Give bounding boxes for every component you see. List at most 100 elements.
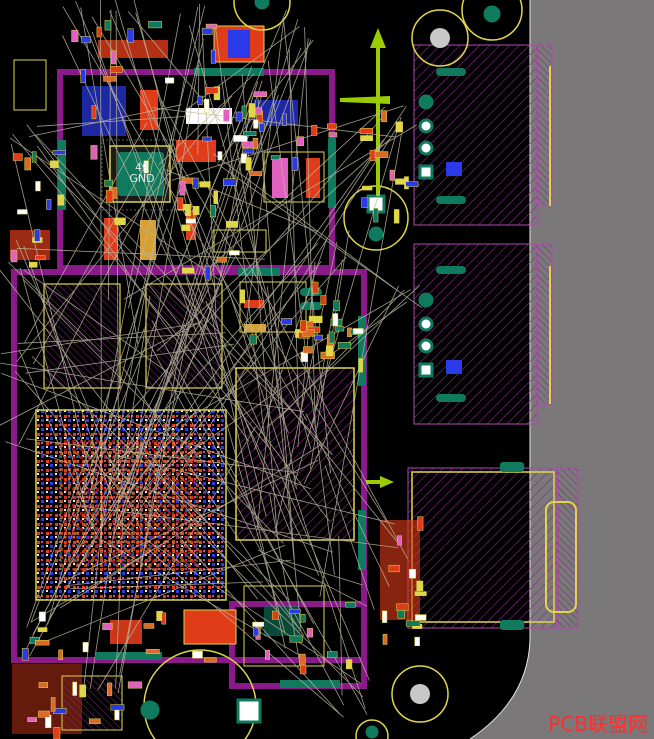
smd-pad xyxy=(397,535,402,546)
smd-pad xyxy=(303,346,313,354)
smd-pad xyxy=(265,649,270,660)
smd-pad xyxy=(72,681,78,696)
smd-pad xyxy=(248,103,256,118)
smd-pad xyxy=(24,157,31,171)
smd-pad xyxy=(127,681,143,689)
smd-pad xyxy=(203,657,217,663)
smd-pad xyxy=(328,331,335,344)
smd-pad xyxy=(110,704,125,711)
connector-pins xyxy=(418,94,462,378)
smd-pad xyxy=(105,190,114,203)
smd-pad xyxy=(308,315,323,323)
ratsnest-line xyxy=(160,301,407,473)
ratsnest-line xyxy=(113,80,263,537)
smd-pad xyxy=(388,564,400,573)
ratsnest-line xyxy=(185,276,286,634)
ratsnest-line xyxy=(188,25,312,450)
smd-pad xyxy=(148,20,162,29)
smd-pad xyxy=(382,634,388,645)
smd-pad xyxy=(28,261,38,268)
smd-pad xyxy=(345,602,356,608)
ratsnest-line xyxy=(32,151,154,365)
smd-pad xyxy=(192,177,199,189)
watermark-logo: PCB联盟网 xyxy=(548,712,648,736)
smd-pad xyxy=(235,111,244,122)
chip-net-name: GND xyxy=(129,172,155,185)
smd-pad xyxy=(225,220,238,228)
chip-pin-number: 49 xyxy=(135,161,149,174)
ratsnest-line xyxy=(29,341,203,657)
board-edge-line xyxy=(469,0,531,739)
ratsnest-line xyxy=(0,269,259,600)
ratsnest-line xyxy=(62,6,308,422)
smd-pad xyxy=(253,119,259,129)
smd-pad xyxy=(320,295,327,305)
smd-pad xyxy=(373,208,379,223)
ratsnest-line xyxy=(115,521,344,718)
smd-pad xyxy=(296,136,304,146)
smd-pad xyxy=(253,91,267,98)
ratsnest-line xyxy=(217,39,314,163)
smd-pad xyxy=(326,651,338,658)
smd-pad xyxy=(282,113,287,126)
ratsnest-line xyxy=(304,27,316,429)
smd-pad xyxy=(102,622,113,630)
ratsnest-line xyxy=(7,261,101,353)
smd-pad xyxy=(38,682,48,689)
ratsnest-line xyxy=(201,32,217,319)
smd-pad xyxy=(223,178,237,186)
smd-pad xyxy=(414,591,427,596)
ratsnest-line xyxy=(91,31,197,332)
smd-pad xyxy=(291,157,298,171)
ratsnest-line xyxy=(199,19,299,344)
ratsnest-line xyxy=(122,366,305,637)
ratsnest-line xyxy=(29,104,182,137)
smd-pad xyxy=(415,614,427,621)
smd-pad xyxy=(91,105,97,120)
ratsnest-line xyxy=(30,543,164,623)
smd-pad xyxy=(213,190,218,204)
ratsnest-line xyxy=(32,256,236,635)
smd-pad xyxy=(395,121,403,133)
smd-pad xyxy=(143,160,149,174)
smd-pad xyxy=(110,66,123,73)
smd-pad xyxy=(216,256,227,263)
ratsnest-line xyxy=(134,256,347,501)
smd-pad xyxy=(396,603,409,611)
smd-pad xyxy=(405,181,419,187)
ratsnest-line xyxy=(33,152,283,407)
smd-pad xyxy=(242,131,257,136)
smd-pad xyxy=(245,157,252,171)
smd-pad xyxy=(204,265,211,281)
smd-pad xyxy=(38,710,50,718)
ratsnest-line xyxy=(254,238,328,450)
smd-pad xyxy=(199,181,211,188)
ratsnest-line xyxy=(146,337,345,706)
smd-pad xyxy=(389,169,395,181)
ratsnest-line xyxy=(109,289,411,464)
ratsnest-line xyxy=(109,10,289,433)
smd-pad xyxy=(252,137,259,150)
orientation-arrow xyxy=(340,28,394,488)
smd-pad xyxy=(205,87,219,94)
ratsnest-line xyxy=(305,413,390,587)
ratsnest-line xyxy=(267,286,302,629)
smd-pad xyxy=(181,224,191,232)
smd-pad xyxy=(409,568,416,579)
smd-pad xyxy=(50,697,56,712)
smd-pad xyxy=(71,29,79,42)
smd-pad xyxy=(34,640,50,646)
ratsnest-line xyxy=(19,267,91,525)
smd-pad xyxy=(79,684,87,698)
ratsnest-line xyxy=(30,328,145,623)
ratsnest-line xyxy=(26,124,330,522)
smd-pad xyxy=(111,50,117,65)
smd-pad xyxy=(332,313,339,327)
ratsnest-line xyxy=(16,95,233,362)
ratsnest-line xyxy=(209,307,286,649)
smd-pad xyxy=(414,636,420,647)
ratsnest-line xyxy=(89,295,151,690)
flash-chip-footprint xyxy=(235,367,355,541)
